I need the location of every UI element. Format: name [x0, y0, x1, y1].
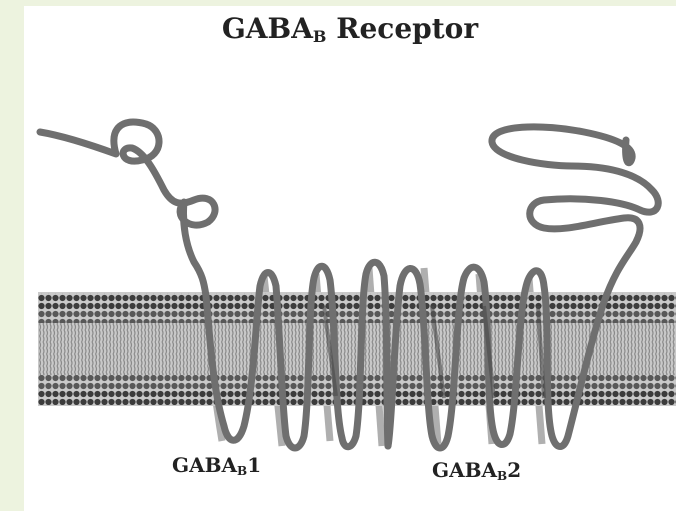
diagram-panel: GABAB Receptor	[24, 6, 676, 511]
gabab2-label: GABAB2	[432, 458, 521, 483]
gabab1-label: GABAB1	[172, 453, 261, 478]
receptor-illustration	[24, 6, 676, 511]
